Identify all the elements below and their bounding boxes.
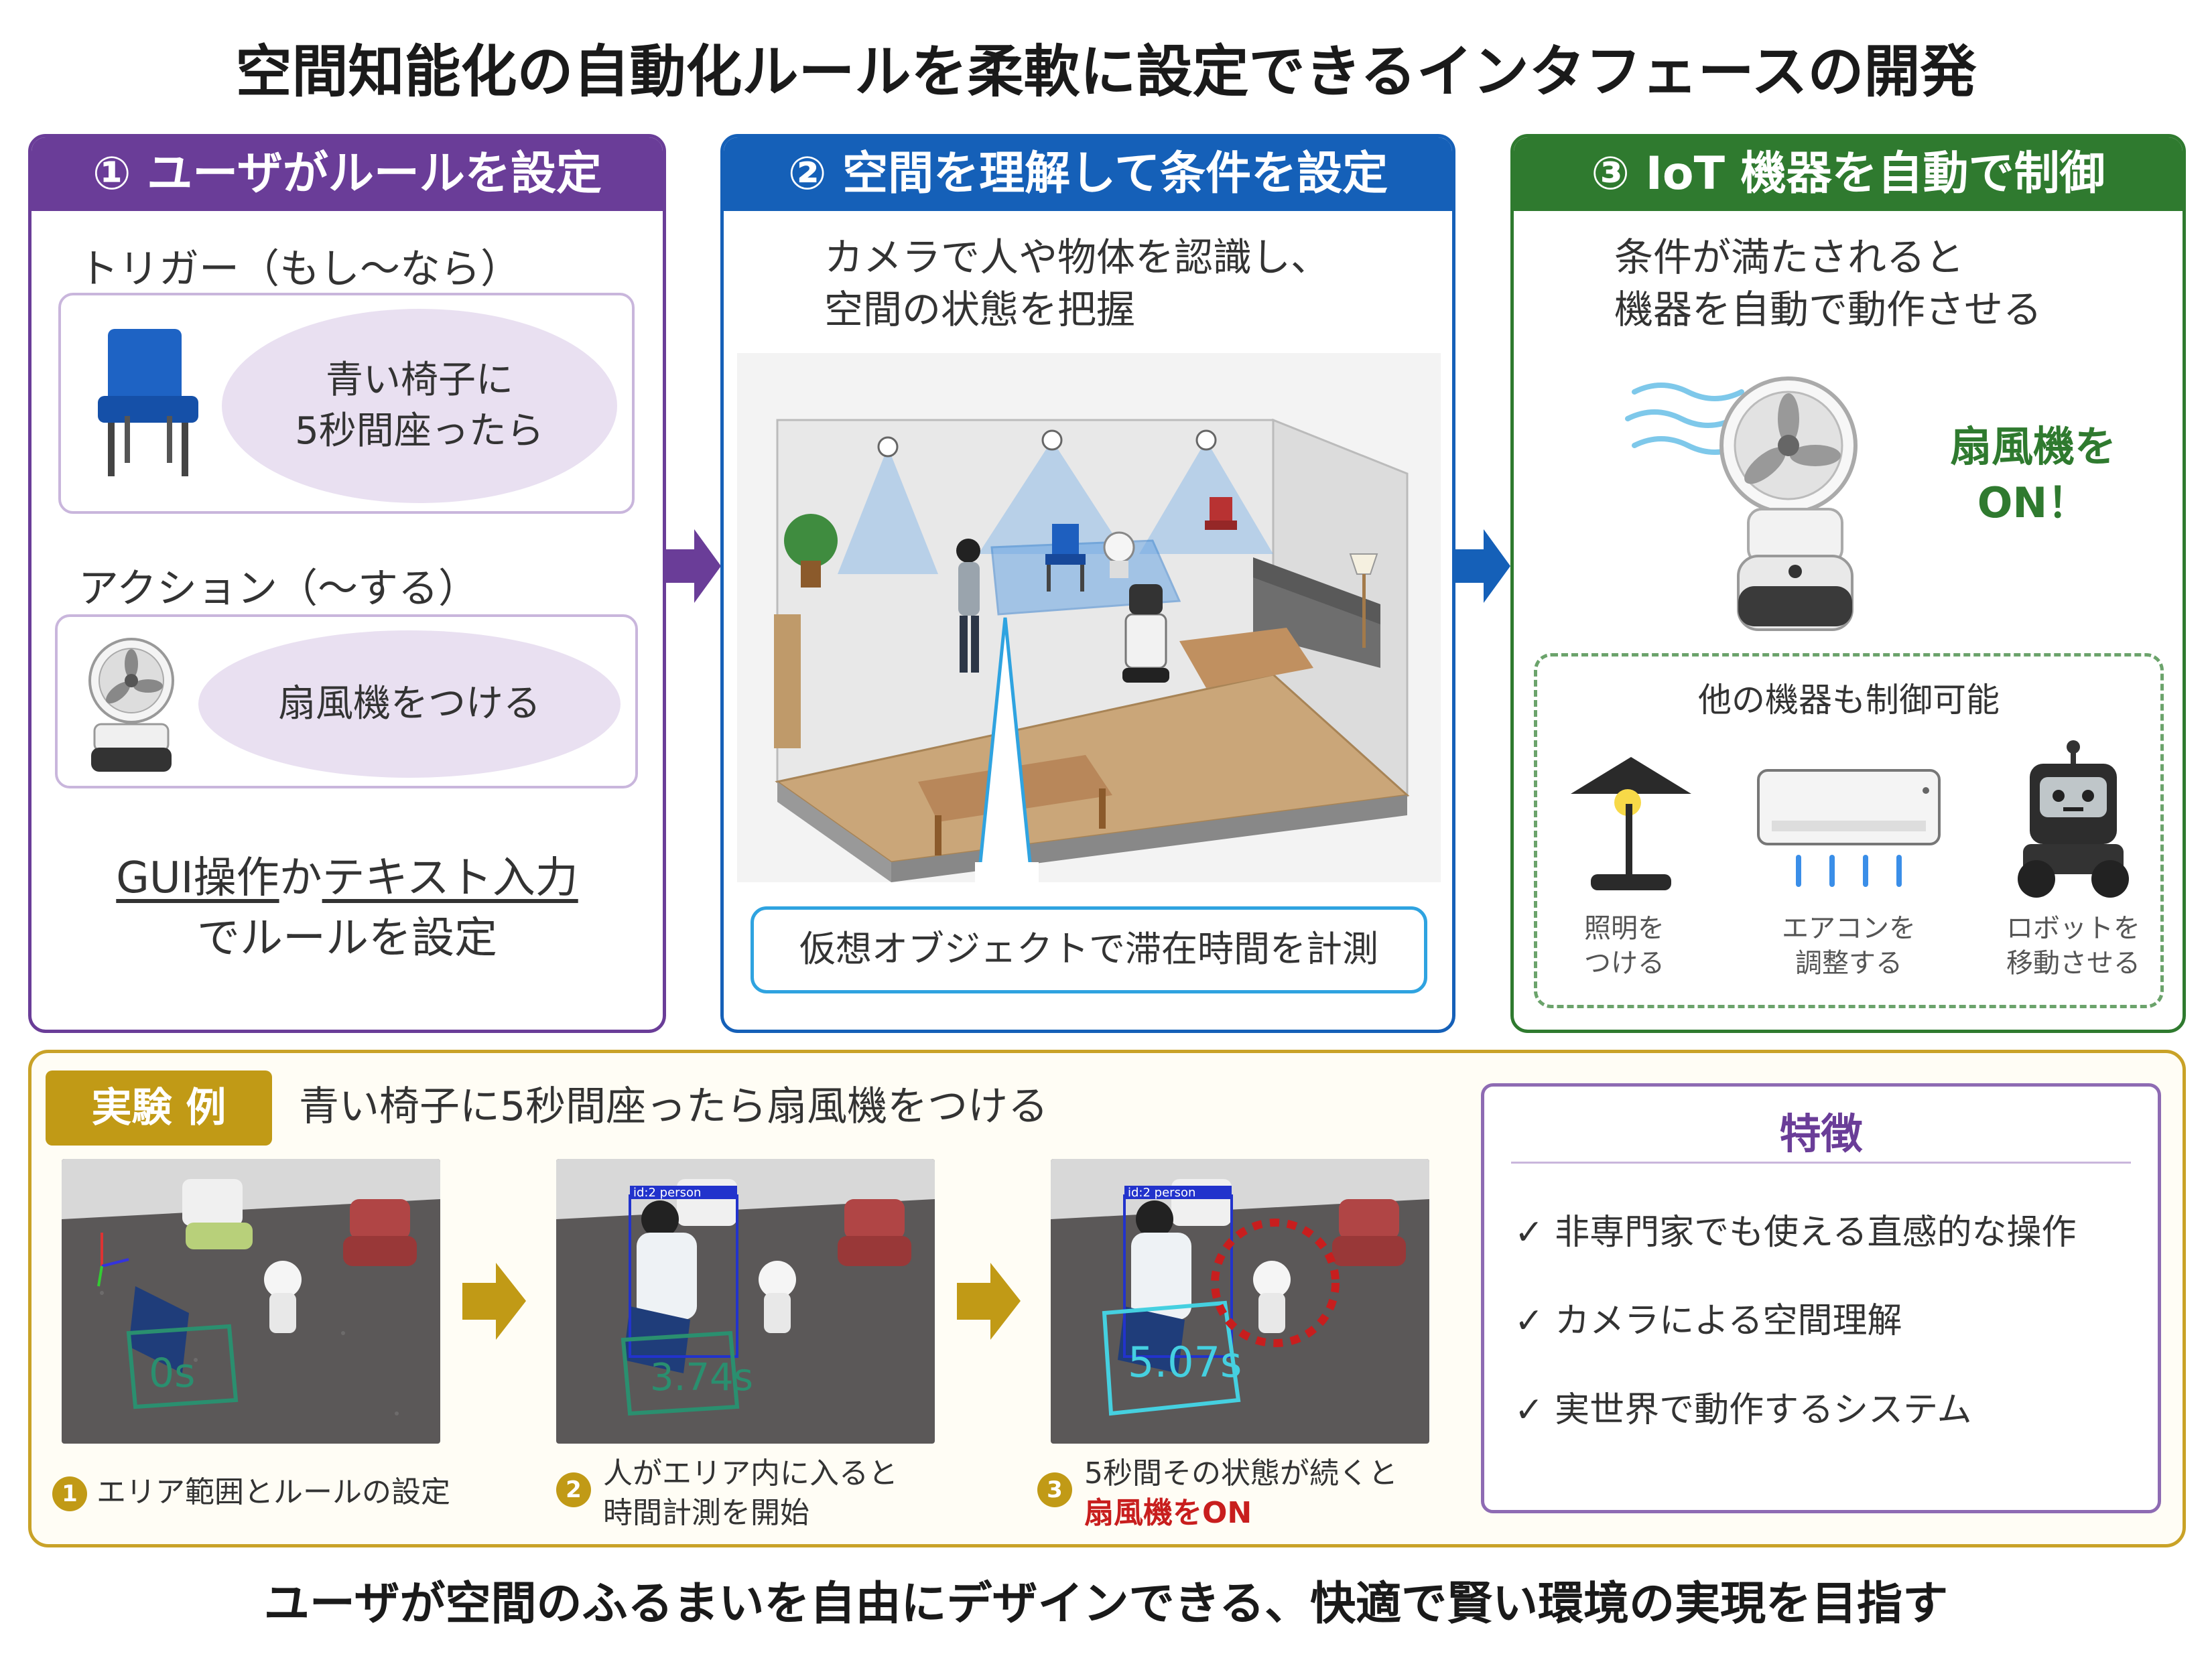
gui-operation: GUI操作	[116, 853, 279, 903]
panel1-header: ① ユーザがルールを設定	[31, 137, 663, 211]
panel2-desc-line1: カメラで人や物体を認識し、	[824, 234, 1330, 280]
fan-large-icon	[1625, 376, 1858, 631]
fan-on-label: 扇風機を ON！	[1923, 419, 2144, 531]
features-title: 特徴	[1779, 1109, 1863, 1158]
arrow-right-icon	[1454, 529, 1510, 603]
arrow-right-icon	[957, 1263, 1021, 1340]
gui-or: か	[279, 853, 322, 903]
feature-item-2: ✓ カメラによる空間理解	[1514, 1301, 1902, 1341]
experiment-photo-3: id:2 person 5.07s	[1051, 1159, 1429, 1444]
experiment-photo-2: id:2 person 3.74s	[556, 1159, 935, 1444]
lamp-icon	[1571, 757, 1691, 890]
air-conditioner-icon	[1757, 769, 1941, 887]
trigger-line1: 青い椅子に	[325, 358, 513, 403]
bbox-label-3: id:2 person	[1128, 1186, 1195, 1200]
trigger-card: 青い椅子に 5秒間座ったら	[58, 293, 635, 514]
gui-line2: でルールを設定	[197, 913, 497, 963]
room-illustration	[737, 353, 1441, 882]
step-caption-1: 1 エリア範囲とルールの設定	[52, 1472, 481, 1512]
trigger-condition: 青い椅子に 5秒間座ったら	[222, 309, 617, 503]
panel-user-rule: ① ユーザがルールを設定 トリガー（もし〜なら） 青い椅子に 5秒間座ったら ア…	[28, 134, 666, 1033]
timer-overlay-3: 5.07s	[1128, 1338, 1242, 1387]
experiment-title: 青い椅子に5秒間座ったら扇風機をつける	[299, 1083, 1049, 1130]
bbox-label-2: id:2 person	[633, 1186, 701, 1200]
arrow-right-icon	[665, 529, 721, 603]
feature-item-3: ✓ 実世界で動作するシステム	[1514, 1390, 1972, 1430]
step-number-1: 1	[52, 1476, 87, 1511]
action-text: 扇風機をつける	[198, 630, 621, 778]
panel3-header: ③ IoT 機器を自動で制御	[1514, 137, 2183, 211]
step-number-3: 3	[1037, 1472, 1072, 1507]
features-divider	[1511, 1162, 2131, 1164]
timer-overlay-2: 3.74s	[650, 1356, 753, 1399]
footer-message: ユーザが空間のふるまいを自由にデザインできる、快適で賢い環境の実現を目指す	[263, 1578, 1949, 1631]
other-devices-box: 他の機器も制御可能 照明を つける エアコンを 調整する	[1534, 653, 2164, 1008]
panel2-desc-line2: 空間の状態を把握	[824, 287, 1136, 333]
arrow-right-icon	[462, 1263, 526, 1340]
room-blue-chair	[1045, 524, 1086, 592]
panel3-description: 条件が満たされると 機器を自動で動作させる	[1614, 231, 2042, 336]
robot-icon	[2018, 740, 2129, 898]
device-caption-ac: エアコンを 調整する	[1782, 913, 1916, 979]
panel-iot-control: ③ IoT 機器を自動で制御 条件が満たされると 機器を自動で動作させる 扇風機…	[1510, 134, 2186, 1033]
device-caption-robot: ロボットを 移動させる	[2006, 913, 2140, 979]
fan-icon	[88, 638, 174, 772]
step-caption-3: 3 5秒間その状態が続くと 扇風機をON	[1037, 1454, 1466, 1533]
gui-description: GUI操作かテキスト入力 でルールを設定	[31, 849, 663, 969]
fan-on-line2: ON！	[1977, 478, 2089, 527]
action-card: 扇風機をつける	[55, 614, 638, 788]
step-caption-2: 2 人がエリア内に入ると 時間計測を開始	[556, 1454, 985, 1533]
experiment-photo-1: 0s	[62, 1159, 440, 1444]
trigger-line2: 5秒間座ったら	[295, 409, 544, 453]
page-title: 空間知能化の自動化ルールを柔軟に設定できるインタフェースの開発	[235, 39, 1977, 105]
action-label: アクション（〜する）	[78, 565, 478, 612]
features-box: 特徴 ✓ 非専門家でも使える直感的な操作 ✓ カメラによる空間理解 ✓ 実世界で…	[1481, 1083, 2161, 1513]
timer-overlay-1: 0s	[149, 1350, 195, 1397]
panel-space-understanding: ② 空間を理解して条件を設定 カメラで人や物体を認識し、 空間の状態を把握	[720, 134, 1455, 1033]
experiment-badge: 実験 例	[46, 1070, 272, 1146]
panel3-desc-line2: 機器を自動で動作させる	[1614, 287, 2042, 333]
device-caption-lamp: 照明を つける	[1584, 913, 1665, 979]
step-number-2: 2	[556, 1472, 591, 1507]
text-input: テキスト入力	[322, 853, 578, 903]
other-devices-title: 他の機器も制御可能	[1698, 681, 2000, 719]
panel2-description: カメラで人や物体を認識し、 空間の状態を把握	[824, 231, 1329, 336]
trigger-label: トリガー（もし〜なら）	[78, 246, 521, 293]
panel2-header: ② 空間を理解して条件を設定	[724, 137, 1452, 211]
fan-on-line1: 扇風機を	[1949, 422, 2116, 471]
virtual-object-callout: 仮想オブジェクトで滞在時間を計測	[751, 906, 1427, 993]
feature-item-1: ✓ 非専門家でも使える直感的な操作	[1514, 1213, 2077, 1253]
room-person	[956, 539, 980, 673]
blue-chair-icon	[98, 329, 198, 476]
panel3-desc-line1: 条件が満たされると	[1614, 234, 1965, 280]
